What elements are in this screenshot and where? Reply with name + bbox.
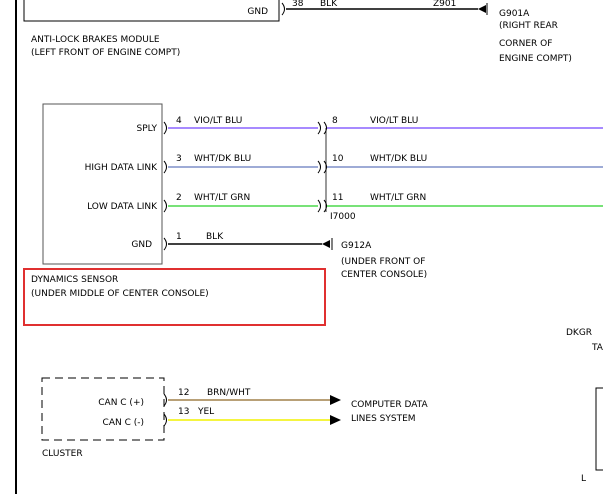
abs-ground-id: G901A: [499, 9, 530, 19]
sensor-pin-num-2: 2: [176, 193, 182, 203]
abs-ground-loc-2: CORNER OF: [499, 39, 552, 49]
sensor-ground-loc-1: (UNDER FRONT OF: [341, 257, 425, 267]
cluster-pin-num-12: 12: [178, 388, 189, 398]
cluster-pin-label-can-minus: CAN C (-): [103, 418, 144, 428]
cluster-pin-label-can-plus: CAN C (+): [98, 398, 144, 408]
abs-module-location: (LEFT FRONT OF ENGINE COMPT): [31, 48, 180, 58]
sensor-wire-color-1: BLK: [206, 232, 224, 242]
cluster-ref-line-2: LINES SYSTEM: [351, 414, 416, 424]
sensor-wire-color-2: WHT/LT GRN: [194, 193, 250, 203]
sensor-box: [42, 103, 163, 265]
sensor-terminal-icon-2: [163, 199, 167, 213]
connector-pin-num-11: 11: [332, 193, 343, 203]
highlight-box: [23, 268, 326, 326]
abs-pin-label: GND: [247, 7, 268, 17]
sensor-pin-label-gnd: GND: [131, 240, 152, 250]
sensor-pin-num-4: 4: [176, 116, 182, 126]
sensor-terminal-icon-1: [163, 237, 167, 251]
connector-id: I7000: [330, 212, 356, 222]
connector-icon-8-left: [317, 121, 321, 135]
abs-pin-terminal-icon: [281, 2, 285, 16]
wire-right-label-8: VIO/LT BLU: [370, 116, 418, 126]
connector-icon-11-right: [323, 199, 327, 213]
sensor-pin-label-sply: SPLY: [137, 124, 158, 134]
sensor-pin-num-1: 1: [176, 232, 182, 242]
sensor-pin-num-3: 3: [176, 154, 182, 164]
dynamics-sensor: SPLY HIGH DATA LINK LOW DATA LINK GND 4 …: [31, 103, 603, 299]
connector-icon-11-left: [317, 199, 321, 213]
arrow-right-icon-13: [330, 415, 341, 425]
connector-pin-num-8: 8: [332, 116, 338, 126]
cluster-terminal-icon-12: [163, 393, 167, 407]
abs-ground-loc-1: (RIGHT REAR: [499, 21, 558, 31]
cluster-pin-num-13: 13: [178, 407, 189, 417]
abs-pin-number: 38: [292, 0, 304, 9]
connector-pin-num-10: 10: [332, 154, 344, 164]
arrow-right-icon-12: [330, 395, 341, 405]
connector-icon-10-left: [317, 160, 321, 174]
cluster-terminal-icon-13: [163, 413, 167, 427]
abs-module: GND 38 BLK Z901 G901A (RIGHT REAR CORNER…: [23, 0, 572, 64]
cluster-box: [41, 377, 165, 441]
wire-right-label-11: WHT/LT GRN: [370, 193, 426, 203]
sensor-location: (UNDER MIDDLE OF CENTER CONSOLE): [31, 289, 209, 299]
cluster-name: CLUSTER: [42, 449, 83, 459]
abs-module-name: ANTI-LOCK BRAKES MODULE: [31, 35, 160, 45]
cluster: CAN C (+) CAN C (-) 12 13 BRN/WHT YEL CO…: [41, 377, 428, 459]
right-partial-label-2: TA: [591, 343, 603, 353]
sensor-pin-label-low-data: LOW DATA LINK: [87, 202, 158, 212]
abs-ground-loc-3: ENGINE COMPT): [499, 54, 572, 64]
sensor-name: DYNAMICS SENSOR: [31, 275, 118, 285]
sensor-terminal-icon-4: [163, 121, 167, 135]
wire-right-label-10: WHT/DK BLU: [370, 154, 427, 164]
right-partial-label-1: DKGR: [566, 328, 592, 338]
abs-module-box: [23, 0, 280, 22]
cluster-ref-line-1: COMPUTER DATA: [351, 400, 428, 410]
sensor-wire-color-4: VIO/LT BLU: [194, 116, 242, 126]
sensor-ground-arrow-icon: [322, 240, 330, 248]
cluster-wire-color-12: BRN/WHT: [207, 388, 251, 398]
abs-wire-color: BLK: [320, 0, 338, 9]
partial-box-right: [595, 387, 603, 471]
connector-icon-8-right: [323, 121, 327, 135]
sensor-ground-id: G912A: [341, 241, 372, 251]
bottom-right-letter: L: [581, 474, 586, 484]
sensor-wire-color-3: WHT/DK BLU: [194, 154, 251, 164]
sensor-pin-label-high-data: HIGH DATA LINK: [85, 163, 158, 173]
cluster-wire-color-13: YEL: [197, 407, 214, 417]
connector-icon-10-right: [323, 160, 327, 174]
abs-circuit-id: Z901: [433, 0, 456, 9]
abs-ground-arrow-icon: [478, 5, 486, 13]
sensor-ground-loc-2: CENTER CONSOLE): [341, 270, 427, 280]
sensor-terminal-icon-3: [163, 160, 167, 174]
